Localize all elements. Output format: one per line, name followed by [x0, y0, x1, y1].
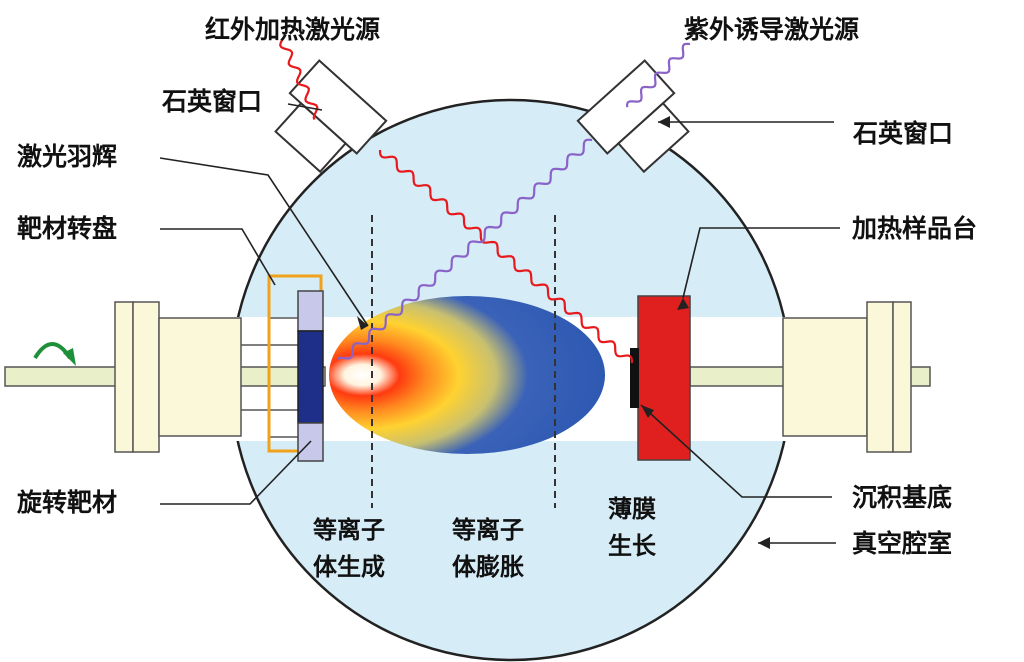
- quartz-arrow-icon: [658, 116, 670, 128]
- label-plasma-generation-line1: 等离子: [313, 516, 385, 544]
- rotation-arrow-icon: [33, 342, 72, 360]
- label-plasma-generation-line2: 体生成: [313, 553, 385, 581]
- label-heated-stage: 加热样品台: [851, 214, 977, 243]
- label-laser-plume: 激光羽辉: [17, 142, 117, 171]
- label-plasma-expansion-line2: 体膨胀: [452, 553, 524, 581]
- leader-lines: [159, 103, 840, 544]
- substrate-arrow-icon: [641, 405, 654, 418]
- label-film-growth-line1: 薄膜: [608, 495, 656, 523]
- right-flange: [782, 301, 912, 453]
- label-vacuum-chamber: 真空腔室: [852, 529, 952, 558]
- label-quartz-window-right: 石英窗口: [852, 119, 953, 148]
- stage-arrow-icon: [677, 298, 689, 310]
- left-flange: [114, 301, 242, 453]
- deposition-substrate: [630, 348, 639, 408]
- chamber-arrow-icon: [758, 537, 770, 549]
- ir-laser-beam: [279, 39, 634, 364]
- left-quartz-window: [274, 59, 388, 174]
- label-plasma-expansion-line1: 等离子: [452, 516, 524, 544]
- label-target-carousel: 靶材转盘: [17, 214, 117, 243]
- laser-plume: [329, 296, 605, 454]
- uv-laser-beam: [336, 42, 691, 360]
- label-uv-laser-source: 紫外诱导激光源: [684, 15, 859, 44]
- label-deposition-substrate: 沉积基底: [852, 483, 952, 512]
- target-holder-top: [297, 290, 324, 332]
- plume-arrow-icon: [357, 316, 368, 330]
- label-ir-laser-source: 红外加热激光源: [205, 15, 380, 44]
- label-film-growth-line2: 生长: [608, 532, 657, 560]
- right-quartz-window: [576, 59, 690, 174]
- label-quartz-window-left: 石英窗口: [161, 87, 262, 116]
- label-rotating-target: 旋转靶材: [17, 488, 117, 517]
- rotating-target: [297, 330, 324, 424]
- heated-stage: [637, 295, 691, 461]
